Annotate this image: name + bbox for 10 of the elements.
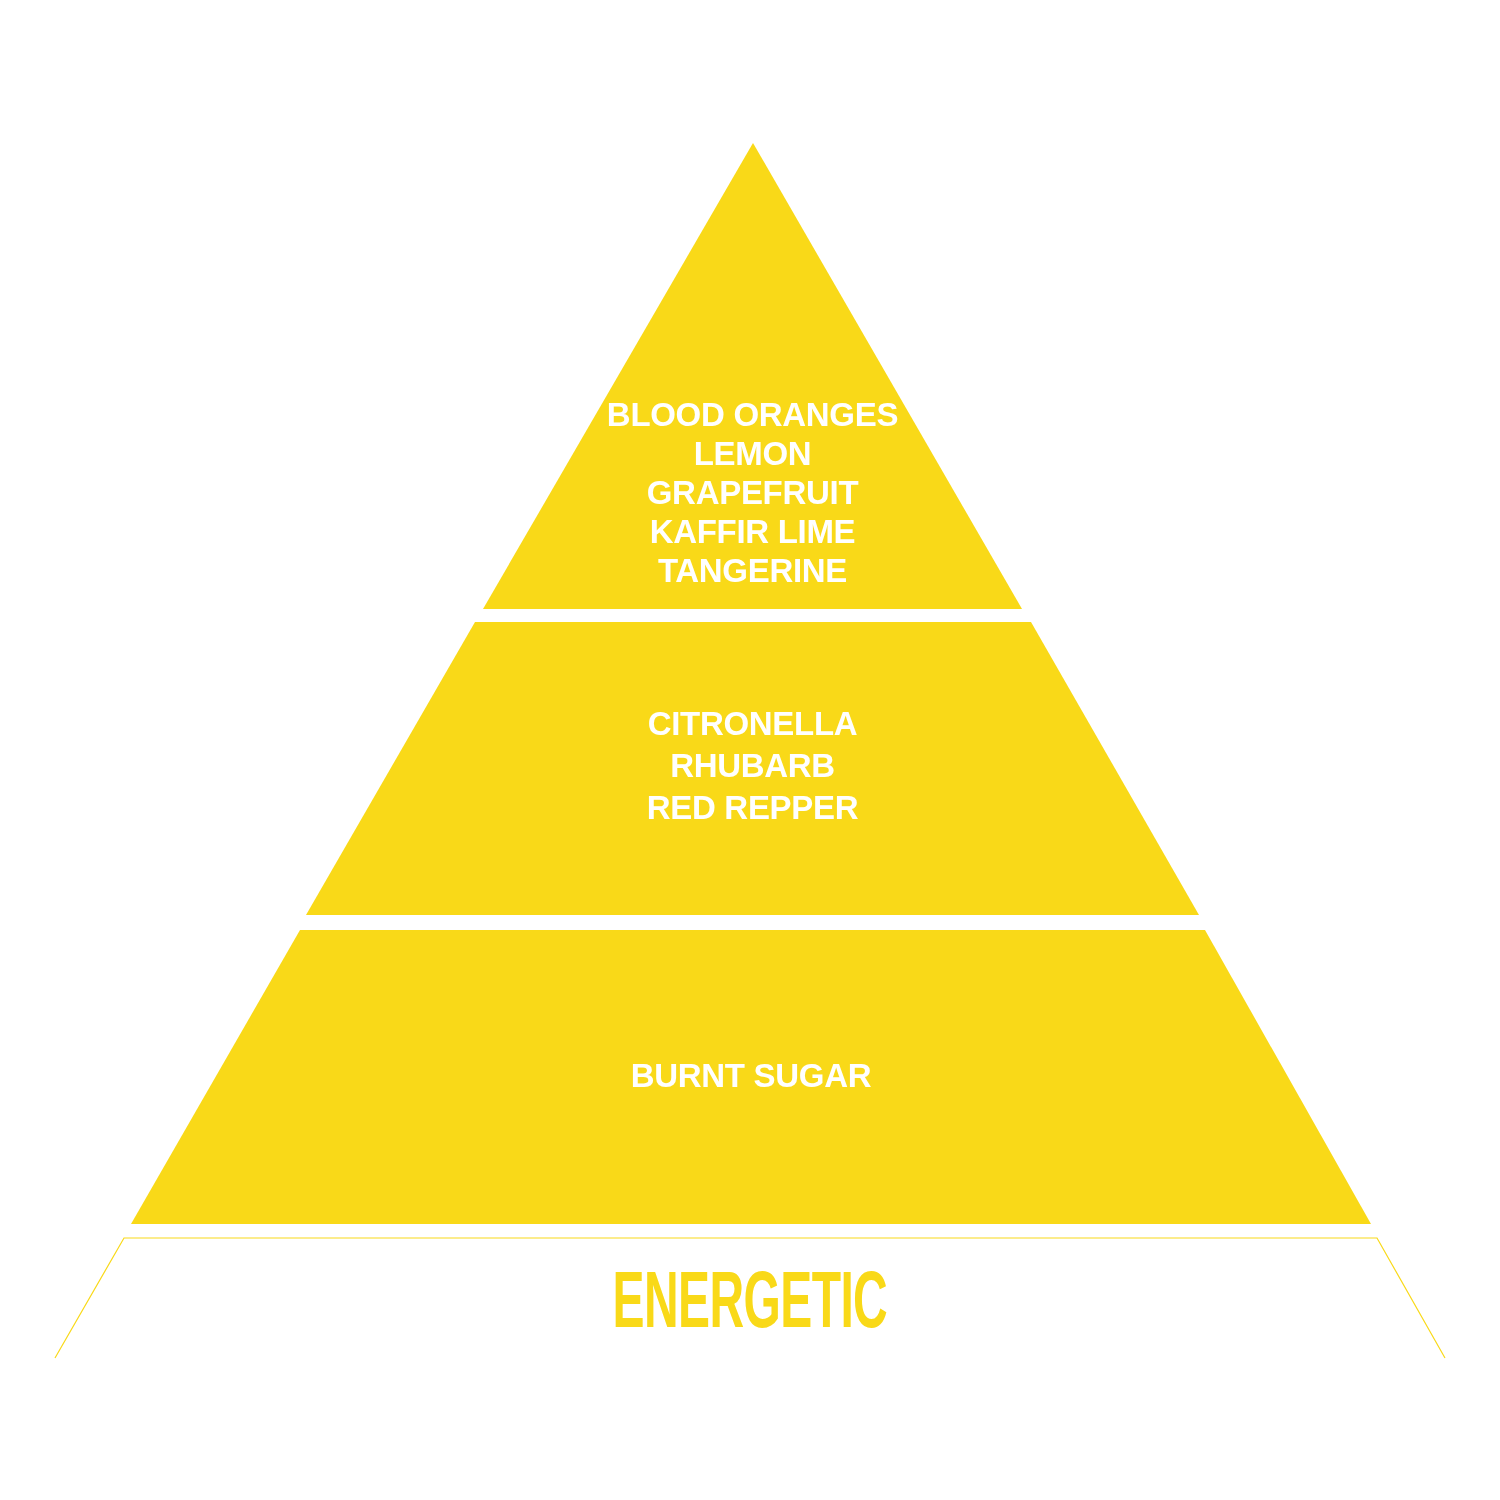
note-label: LEMON <box>693 434 812 473</box>
note-label: GRAPEFRUIT <box>646 473 859 512</box>
note-label: TANGERINE <box>657 551 848 590</box>
note-label: BURNT SUGAR <box>630 1056 872 1096</box>
category-label: ENERGETIC <box>612 1260 888 1340</box>
note-label: BLOOD ORANGES <box>606 395 899 434</box>
note-label: KAFFIR LIME <box>649 512 856 551</box>
note-label: CITRONELLA <box>647 704 858 744</box>
note-label: RHUBARB <box>670 746 835 786</box>
note-label: RED REPPER <box>646 788 859 828</box>
